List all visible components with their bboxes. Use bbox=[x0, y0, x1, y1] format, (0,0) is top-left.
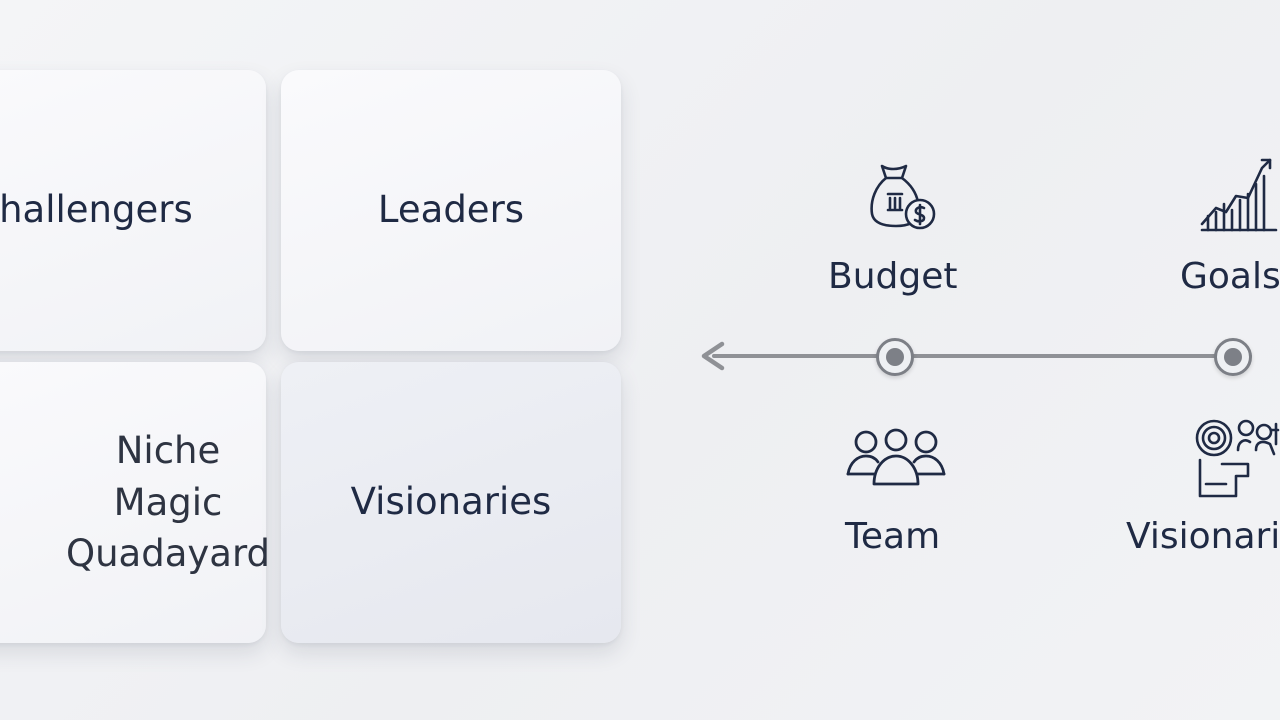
timeline-label-visionaries: Visionaries bbox=[1126, 516, 1280, 557]
timeline-label-team: Team bbox=[845, 516, 941, 557]
quadrant-challengers: Challengers bbox=[0, 70, 266, 351]
quadrant-label-niche-line-1: Niche bbox=[115, 428, 221, 472]
quadrant-label-visionaries: Visionaries bbox=[350, 480, 552, 524]
quadrant-leaders: Leaders bbox=[281, 70, 621, 351]
money-bag-icon bbox=[870, 164, 936, 230]
quadrant-label-niche-line-2: Magic bbox=[113, 480, 223, 524]
quadrant-label-niche-line-3: Quadayard bbox=[65, 532, 271, 576]
team-icon bbox=[846, 428, 946, 486]
quadrant-niche-text: Niche Magic Quadayard bbox=[66, 425, 270, 580]
timeline-node-2 bbox=[1214, 338, 1252, 376]
timeline-line bbox=[712, 354, 1252, 358]
growth-chart-icon bbox=[1200, 158, 1278, 232]
quadrant-niche: Niche Magic Quadayard bbox=[0, 362, 270, 643]
quadrant-label-leaders: Leaders bbox=[377, 188, 525, 232]
quadrant-label-challengers: Challengers bbox=[0, 188, 193, 232]
timeline-node-1 bbox=[876, 338, 914, 376]
arrow-left-icon bbox=[701, 341, 725, 371]
target-icon bbox=[1195, 419, 1280, 498]
quadrant-visionaries: Visionaries bbox=[281, 362, 621, 643]
timeline-label-budget: Budget bbox=[828, 256, 958, 297]
timeline-label-goals: Goals bbox=[1180, 256, 1280, 297]
